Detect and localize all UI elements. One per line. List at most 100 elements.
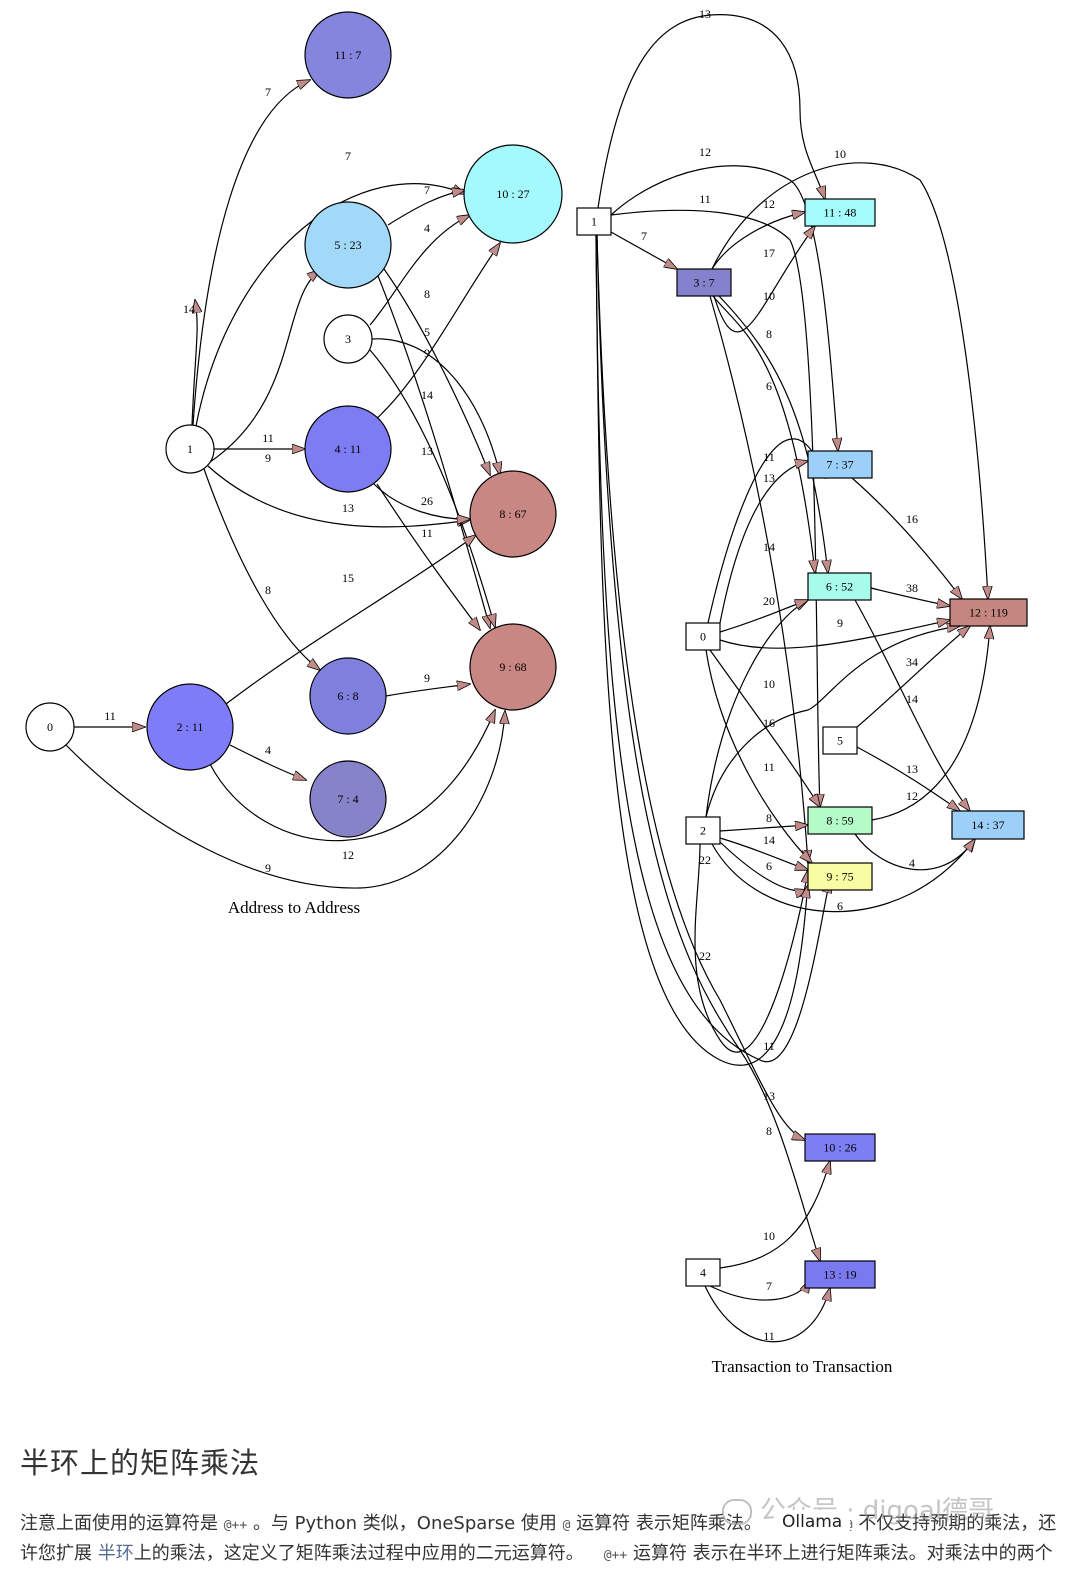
- edge: [376, 483, 480, 630]
- edge: [209, 710, 495, 842]
- graph-node: [469, 470, 557, 558]
- edge: [595, 234, 830, 1063]
- edge-weight-label: 13: [342, 501, 354, 515]
- edge: [711, 162, 988, 599]
- edge: [195, 183, 465, 427]
- edge-weight-label: 34: [906, 655, 918, 669]
- graph-node: [807, 862, 873, 891]
- edge: [719, 600, 808, 633]
- edge-weight-label: 14: [421, 388, 433, 402]
- edge: [207, 465, 470, 528]
- edge: [851, 477, 962, 599]
- edge: [712, 295, 815, 573]
- edge: [373, 483, 470, 519]
- graph-node: [323, 314, 373, 364]
- edge-weight-label: 10: [763, 1229, 775, 1243]
- edge: [854, 833, 975, 871]
- edge: [719, 841, 808, 891]
- inline-code: @: [562, 1518, 571, 1533]
- edge-weight-label: 12: [763, 197, 775, 211]
- node-label: 9 : 75: [826, 870, 853, 884]
- node-label: 8 : 67: [499, 507, 526, 521]
- graph-node: [804, 1260, 876, 1289]
- watermark: 公众号 · digoal德哥: [722, 1490, 994, 1527]
- edge-weight-label: 9: [837, 616, 843, 630]
- edge-weight-label: 15: [342, 571, 354, 585]
- edge: [709, 649, 820, 807]
- graph-node: [804, 1133, 876, 1162]
- graph-node: [822, 726, 858, 755]
- edge-weight-label: 22: [699, 853, 711, 867]
- edge-weight-label: 13: [421, 444, 433, 458]
- edge: [225, 535, 476, 705]
- edge-weight-label: 14: [763, 540, 775, 554]
- graph-node: [685, 1258, 721, 1287]
- node-label: 14 : 37: [971, 818, 1004, 832]
- edge-weight-label: 7: [424, 183, 430, 197]
- edge: [704, 1285, 830, 1343]
- edge: [610, 165, 838, 451]
- edge-weight-label: 11: [104, 709, 116, 723]
- edge-weight-label: 14: [906, 692, 918, 706]
- edge-weight-label: 12: [699, 145, 711, 159]
- graph-node: [951, 810, 1025, 840]
- graph-node: [463, 144, 563, 244]
- text-segment: 。与 Python 类似，OneSparse 使用: [247, 1513, 563, 1534]
- edge-weight-label: 9: [424, 346, 430, 360]
- edge: [192, 80, 310, 426]
- wechat-icon: [722, 1498, 752, 1525]
- edge-weight-label: 6: [766, 859, 772, 873]
- edge: [229, 744, 306, 780]
- graph-node: [304, 405, 392, 493]
- text-segment: 许您扩展: [20, 1543, 98, 1564]
- semiring-link[interactable]: 半环: [97, 1543, 134, 1564]
- graph-node: [309, 760, 387, 838]
- edge: [707, 438, 825, 624]
- node-label: 4 : 11: [335, 442, 362, 456]
- edge-weight-label: 11: [262, 431, 274, 445]
- node-label: 3: [345, 332, 351, 346]
- node-label: 3 : 7: [693, 276, 714, 290]
- graph-node: [807, 450, 873, 479]
- edge-weight-label: 8: [424, 287, 430, 301]
- edge: [871, 626, 990, 821]
- edge: [209, 270, 320, 463]
- article-section: 半环上的矩阵乘法 注意上面使用的运算符是 @++ 。与 Python 类似，On…: [20, 1440, 1080, 1570]
- edge-weight-label: 11: [763, 760, 775, 774]
- edge: [377, 275, 490, 628]
- text-segment: 运算符 表示矩阵乘法。: [570, 1513, 762, 1534]
- node-label: 7 : 37: [826, 458, 853, 472]
- edge: [705, 626, 960, 818]
- edge: [374, 243, 500, 421]
- edge-weight-label: 14: [183, 302, 195, 316]
- graph-node: [949, 598, 1028, 627]
- edge: [203, 468, 320, 670]
- edge-weight-label: 20: [763, 594, 775, 608]
- edge-weight-label: 13: [763, 471, 775, 485]
- edge-weight-label: 9: [265, 861, 271, 875]
- edge: [719, 620, 950, 649]
- edge: [385, 684, 470, 697]
- edge: [709, 295, 808, 863]
- edge-weight-label: 16: [906, 512, 918, 526]
- edge: [369, 215, 470, 326]
- edge-weight-label: 10: [834, 147, 846, 161]
- ollama-label: Ollama: [774, 1510, 851, 1534]
- edge-weight-label: 16: [763, 716, 775, 730]
- edge-weight-label: 9: [424, 671, 430, 685]
- graph-node: [309, 657, 387, 735]
- edge: [711, 839, 975, 913]
- edge-weight-label: 11: [763, 450, 775, 464]
- edge-weight-label: 10: [763, 289, 775, 303]
- node-label: 4: [700, 1266, 706, 1280]
- node-label: 1: [187, 442, 193, 456]
- edge-weight-label: 17: [763, 246, 775, 260]
- edge: [597, 14, 825, 209]
- inline-code: @++: [603, 1548, 628, 1563]
- edge: [870, 587, 950, 606]
- edge: [856, 626, 970, 728]
- edge: [711, 212, 805, 270]
- node-label: 5 : 23: [334, 238, 361, 252]
